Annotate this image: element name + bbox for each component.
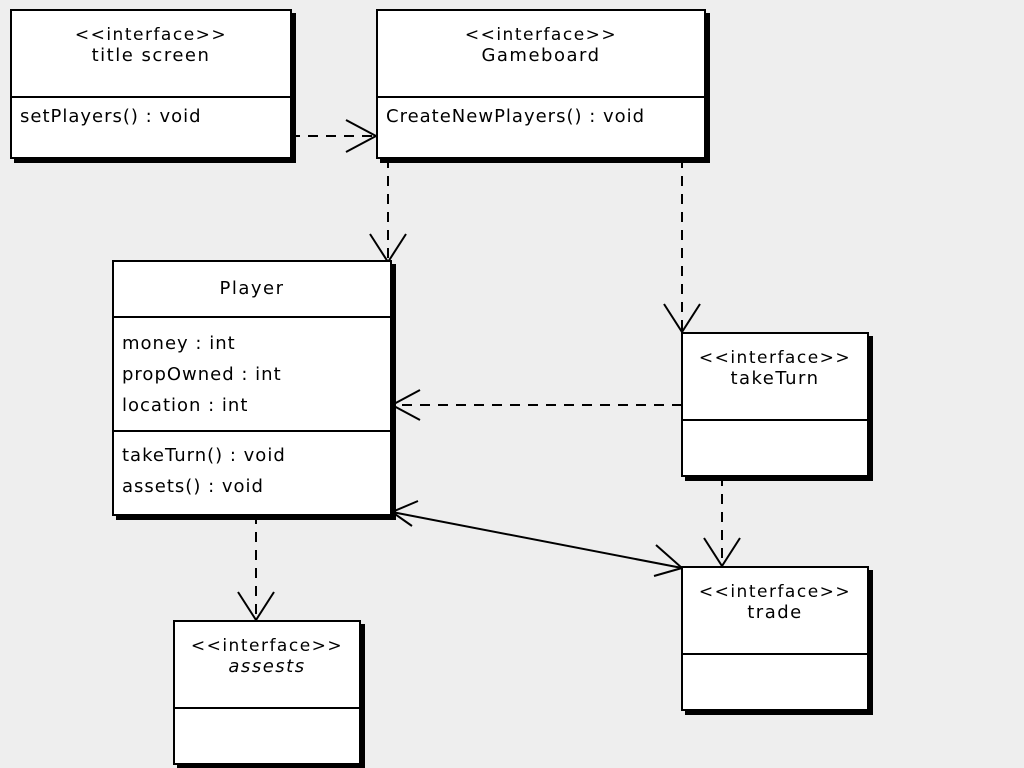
class-header: <<interface>> title screen — [12, 11, 290, 98]
class-name: assests — [228, 656, 306, 677]
stereotype-label: <<interface>> — [698, 582, 852, 602]
dependency-player-to-assests — [237, 514, 275, 622]
class-header: <<interface>> trade — [683, 568, 867, 655]
class-header: <<interface>> assests — [175, 622, 359, 709]
operation: takeTurn() : void — [122, 445, 286, 466]
operation: assets() : void — [122, 476, 264, 497]
dependency-gameboard-to-taketurn — [663, 158, 701, 334]
operations-section: setPlayers() : void — [12, 98, 290, 136]
empty-section — [683, 655, 867, 667]
stereotype-label: <<interface>> — [190, 636, 344, 656]
dependency-gameboard-to-player — [369, 158, 407, 264]
class-player[interactable]: Player money : int propOwned : int locat… — [112, 260, 392, 516]
class-header: <<interface>> Gameboard — [378, 11, 704, 98]
class-name: trade — [747, 602, 803, 623]
class-name: title screen — [91, 45, 211, 66]
operations-section: takeTurn() : void assets() : void — [114, 432, 390, 508]
operation: setPlayers() : void — [20, 106, 202, 127]
association-player-trade — [389, 500, 685, 577]
class-name: takeTurn — [730, 368, 820, 389]
class-taketurn[interactable]: <<interface>> takeTurn — [681, 332, 869, 477]
class-name: Gameboard — [481, 45, 601, 66]
operations-section: CreateNewPlayers() : void — [378, 98, 704, 136]
class-header: Player — [114, 262, 390, 318]
class-gameboard[interactable]: <<interface>> Gameboard CreateNewPlayers… — [376, 9, 706, 159]
class-assests[interactable]: <<interface>> assests — [173, 620, 361, 765]
class-title-screen[interactable]: <<interface>> title screen setPlayers() … — [10, 9, 292, 159]
stereotype-label: <<interface>> — [464, 25, 618, 45]
dependency-taketurn-to-trade — [703, 476, 741, 568]
stereotype-label: <<interface>> — [74, 25, 228, 45]
empty-section — [683, 421, 867, 433]
attribute: location : int — [122, 395, 249, 416]
empty-section — [175, 709, 359, 721]
dependency-taketurn-to-player — [389, 389, 682, 421]
stereotype-label: <<interface>> — [698, 348, 852, 368]
class-trade[interactable]: <<interface>> trade — [681, 566, 869, 711]
dependency-title-screen-to-gameboard — [290, 119, 379, 153]
attributes-section: money : int propOwned : int location : i… — [114, 318, 390, 432]
attribute: money : int — [122, 333, 236, 354]
class-header: <<interface>> takeTurn — [683, 334, 867, 421]
attribute: propOwned : int — [122, 364, 282, 385]
class-name: Player — [219, 278, 285, 299]
operation: CreateNewPlayers() : void — [386, 106, 646, 127]
